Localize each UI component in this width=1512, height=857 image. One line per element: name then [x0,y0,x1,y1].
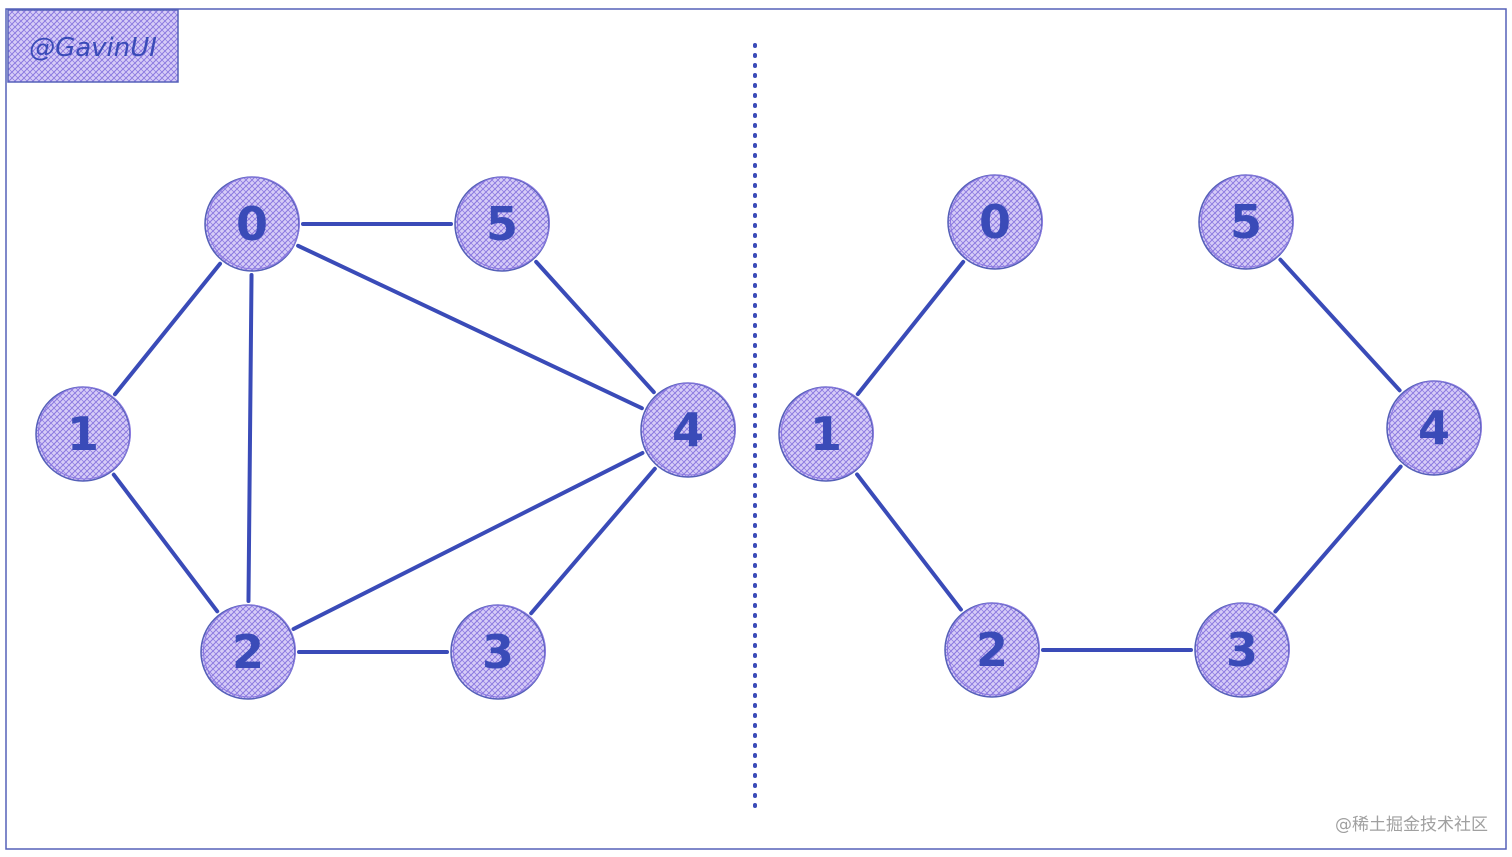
right-node-label: 5 [1230,195,1262,249]
left-node-label: 2 [232,625,264,679]
left-node-2: 2 [200,604,296,700]
right-node-label: 0 [979,195,1011,249]
left-node-label: 5 [486,197,518,251]
right-node-outline [1389,380,1482,474]
right-node-label: 1 [810,407,842,461]
left-edge-0-4 [296,243,644,411]
right-node-label: 2 [976,623,1008,677]
right-edge-0-1 [855,259,966,397]
left-node-outline [203,604,296,698]
left-node-4: 4 [640,382,736,478]
left-edge-0-2 [246,272,254,604]
left-edge-3-4 [529,466,657,616]
watermark: @稀土掘金技术社区 [1335,815,1488,835]
left-node-3: 3 [450,604,546,700]
left-node-label: 1 [67,407,99,461]
right-node-outline [947,602,1040,696]
left-node-label: 0 [236,197,268,251]
left-edge-5-4 [534,259,656,395]
left-graph-nodes: 0 1 2 3 4 5 [35,176,736,700]
right-node-label: 4 [1418,401,1450,455]
left-node-outline [38,386,131,480]
left-node-outline [453,604,546,698]
author-tag-text: @GavinUI [29,33,157,63]
right-node-outline [1201,174,1294,268]
right-node-outline [781,386,874,480]
left-node-0: 0 [204,176,300,272]
right-edge-1-2 [855,472,963,612]
right-node-3: 3 [1194,602,1290,698]
right-node-outline [950,174,1043,268]
right-edge-3-4 [1273,464,1403,614]
left-edge-1-2 [111,472,220,614]
left-node-label: 4 [672,403,704,457]
left-node-outline [643,382,736,476]
author-tag: @GavinUI [7,9,179,83]
right-node-0: 0 [947,174,1043,270]
outer-frame [5,8,1507,850]
right-graph-nodes: 0 1 2 3 4 5 [778,174,1482,698]
right-node-5: 5 [1198,174,1294,270]
right-node-1: 1 [778,386,874,482]
left-graph-edges [111,222,657,654]
right-edge-4-5 [1278,257,1402,393]
left-edge-2-4 [291,450,645,632]
left-node-label: 3 [482,625,514,679]
right-graph-edges [855,257,1403,652]
left-node-outline [457,176,550,270]
right-node-label: 3 [1226,623,1258,677]
left-node-5: 5 [454,176,550,272]
author-tag-box [7,9,179,83]
right-node-outline [1197,602,1290,696]
left-node-1: 1 [35,386,131,482]
left-edge-0-1 [112,261,223,397]
right-node-4: 4 [1386,380,1482,476]
left-node-outline [207,176,300,270]
right-node-2: 2 [944,602,1040,698]
